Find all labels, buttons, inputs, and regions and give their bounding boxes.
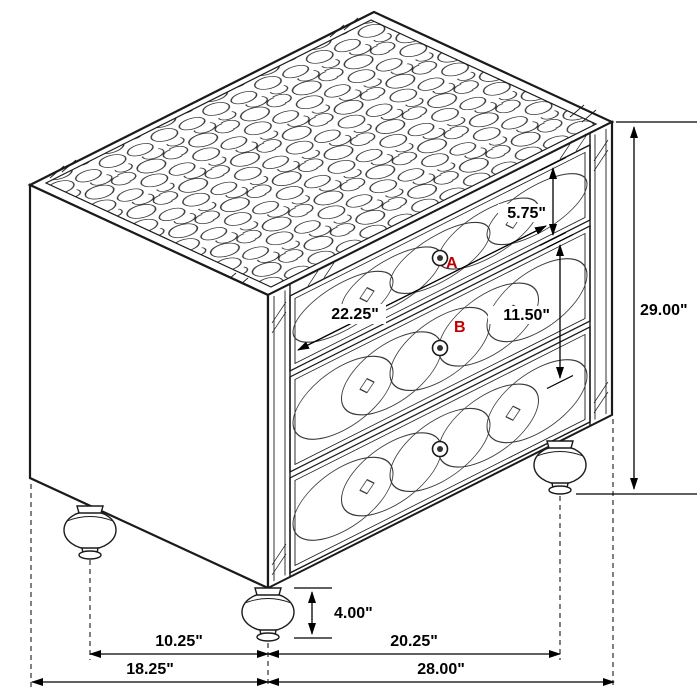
top-surface [27,10,615,297]
drawer-marker-a: A [446,255,458,272]
dim-overall-width: 28.00" [267,661,615,686]
dim-side-foot-spacing: 10.25" [89,633,269,658]
dim-overall-height-label: 29.00" [640,302,688,319]
drawer-knob-bottom [431,440,449,458]
dim-drawer-width-label: 22.25" [331,306,379,323]
dim-drawer-width: 22.25" [297,225,547,351]
bun-foot-front [241,587,295,642]
drawer-marker-b: B [454,319,466,336]
dim-top-drawer-height-label: 5.75" [507,205,546,222]
dim-overall-height: 29.00" [576,121,697,495]
dim-front-foot-spacing-label: 20.25" [390,633,438,650]
dim-overall-depth: 18.25" [31,661,269,686]
drawer-bottom [289,325,591,574]
bun-foot-left [63,505,117,560]
dim-front-foot-spacing: 20.25" [267,633,561,658]
dim-drawer-bank-height-label: 11.50" [503,307,550,324]
dim-foot-height: 4.00" [294,587,373,639]
bun-foot-right [533,440,587,495]
dim-overall-depth-label: 18.25" [126,661,174,678]
dim-side-foot-spacing-label: 10.25" [155,633,203,650]
dim-foot-height-label: 4.00" [334,605,373,622]
drawer-knob-middle [431,339,449,357]
dim-top-drawer-height: 5.75" [498,156,567,247]
dim-overall-width-label: 28.00" [417,661,465,678]
drawer-bottom-fretwork [292,359,588,541]
top-pebble-inlay [44,19,598,288]
